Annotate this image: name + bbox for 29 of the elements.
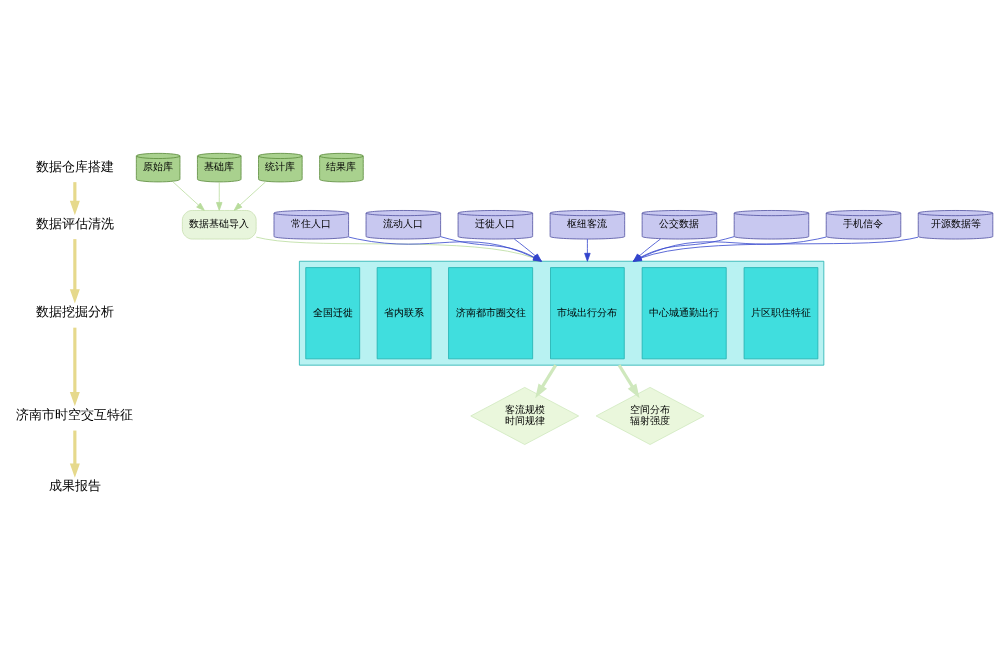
arrow bbox=[617, 364, 640, 399]
cluster bbox=[298, 260, 824, 366]
arrow bbox=[233, 181, 266, 211]
node-box: 全国迁徙 bbox=[304, 267, 360, 360]
arrow bbox=[69, 239, 80, 304]
node-diamond: 空间分布 辐射强度 bbox=[595, 387, 704, 445]
node-box: 市域出行分布 bbox=[549, 267, 625, 360]
arrow bbox=[583, 238, 591, 262]
arrow bbox=[632, 238, 661, 262]
arrow bbox=[534, 364, 557, 399]
arrow bbox=[632, 236, 734, 262]
arrow bbox=[69, 327, 80, 407]
node-text: 数据评估清洗 bbox=[35, 215, 114, 231]
arrow bbox=[632, 236, 827, 262]
node-text: 济南市时空交互特征 bbox=[15, 406, 133, 422]
node-text: 成果报告 bbox=[48, 478, 101, 494]
node-text: 数据仓库搭建 bbox=[35, 158, 114, 174]
node-box: 数据基础导入 bbox=[181, 210, 257, 240]
arrow bbox=[632, 236, 918, 262]
node-box: 省内联系 bbox=[376, 267, 431, 360]
node-box: 片区职住特征 bbox=[743, 267, 818, 360]
node-text: 数据挖掘分析 bbox=[35, 304, 114, 320]
node-diamond: 客流规模 时间规律 bbox=[469, 387, 579, 445]
arrow bbox=[215, 181, 222, 211]
arrow bbox=[69, 430, 80, 478]
node-box: 济南都市圈交往 bbox=[447, 267, 533, 360]
node-box: 中心城通勤出行 bbox=[641, 267, 727, 360]
arrow bbox=[69, 182, 80, 216]
arrow bbox=[172, 181, 205, 211]
